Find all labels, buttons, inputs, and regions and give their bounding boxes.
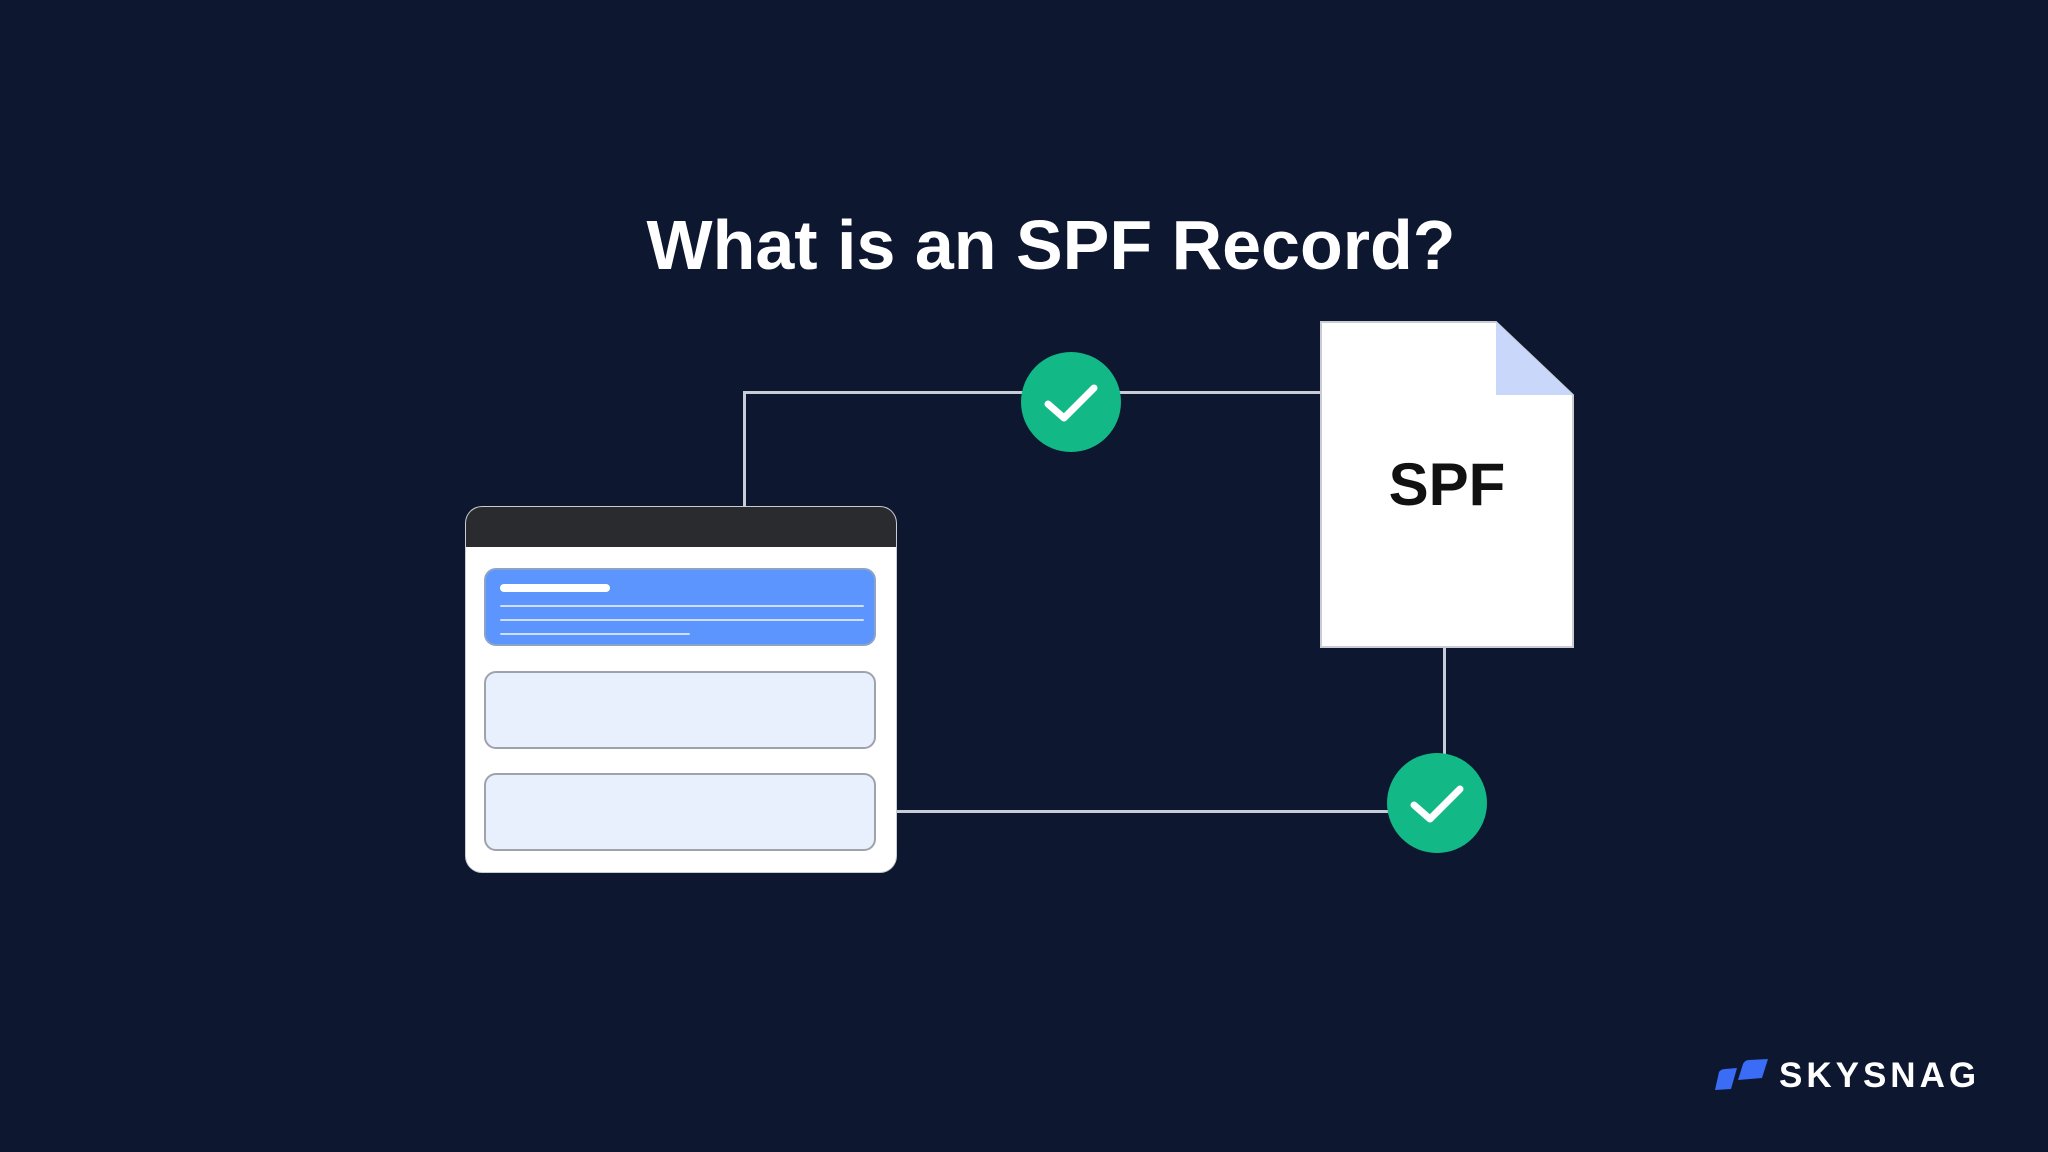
page-title: What is an SPF Record? — [646, 206, 1456, 284]
window-title-bar — [466, 507, 896, 547]
connector-left-vertical — [743, 391, 746, 508]
text-placeholder — [500, 584, 610, 592]
check-circle-icon — [1021, 352, 1121, 452]
text-placeholder — [500, 619, 864, 621]
list-item — [484, 671, 876, 749]
document-label: SPF — [1388, 451, 1506, 518]
list-item — [484, 773, 876, 851]
document-icon — [1320, 321, 1574, 648]
browser-window-icon — [466, 507, 896, 872]
connector-bottom — [896, 810, 1441, 813]
brand-logo: SKYSNAG — [1711, 1056, 1980, 1096]
brand-name: SKYSNAG — [1779, 1056, 1981, 1095]
skysnag-logo-icon — [1715, 1059, 1768, 1090]
check-circle-icon — [1387, 753, 1487, 853]
text-placeholder — [500, 605, 864, 607]
list-item-active — [484, 568, 876, 646]
text-placeholder — [500, 633, 690, 635]
connector-right-vertical — [1443, 648, 1446, 758]
